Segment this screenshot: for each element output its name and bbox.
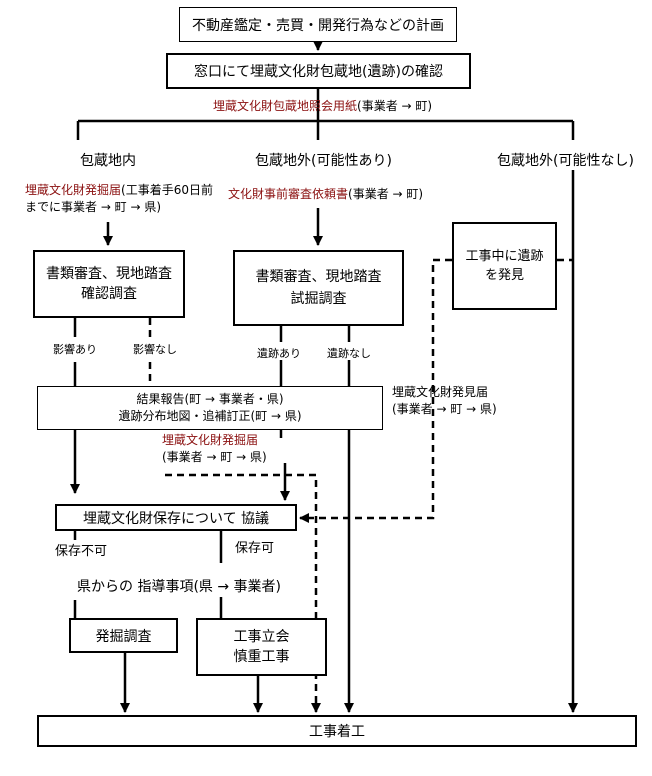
consultation-box: 埋蔵文化財保存について 協議 xyxy=(55,504,297,531)
impact-no-label: 影響なし xyxy=(133,343,177,356)
inquiry-note: 埋蔵文化財包蔵地照会用紙(事業者 → 町) xyxy=(213,97,432,114)
excavation-box: 発掘調査 xyxy=(69,618,178,653)
discovery-line2: を発見 xyxy=(484,268,524,283)
excavation-label: 発掘調査 xyxy=(95,628,152,645)
construction-start-box: 工事着工 xyxy=(37,715,637,747)
branch-outside-none: 包蔵地外(可能性なし) xyxy=(497,153,634,169)
discovery-box: 工事中に遺跡 を発見 xyxy=(452,222,557,310)
plan-box: 不動産鑑定・売買・開発行為などの計画 xyxy=(179,7,457,42)
discovery-notice: 埋蔵文化財発見届 (事業者 → 町 → 県) xyxy=(392,384,497,418)
outside-review-line2: 試掘調査 xyxy=(290,291,347,307)
discovery-line1: 工事中に遺跡 xyxy=(465,249,544,264)
result-report-box: 結果報告(町 → 事業者・県) 遺跡分布地図・追補訂正(町 → 県) xyxy=(37,386,383,430)
excavation-notice-2: 埋蔵文化財発掘届 (事業者 → 町 → 県) xyxy=(162,432,267,466)
discovery-notice-title: 埋蔵文化財発見届 xyxy=(392,385,489,399)
result-report-line1: 結果報告(町 → 事業者・県) xyxy=(136,392,284,406)
inside-review-box: 書類審査、現地踏査 確認調査 xyxy=(33,250,185,318)
excavation-notice-red: 埋蔵文化財発掘届 xyxy=(25,183,122,197)
branch-outside-possible: 包蔵地外(可能性あり) xyxy=(255,153,392,169)
site-yes-label: 遺跡あり xyxy=(257,347,301,360)
discovery-notice-route: (事業者 → 町 → 県) xyxy=(392,402,497,416)
site-confirmation-label: 窓口にて埋蔵文化財包蔵地(遺跡)の確認 xyxy=(194,64,443,80)
prior-review-route: (事業者 → 町) xyxy=(348,187,424,201)
plan-label: 不動産鑑定・売買・開発行為などの計画 xyxy=(192,17,444,34)
inside-review-line2: 確認調査 xyxy=(81,286,137,302)
site-no-label: 遺跡なし xyxy=(327,347,371,360)
result-report-line2: 遺跡分布地図・追補訂正(町 → 県) xyxy=(118,409,302,423)
inquiry-note-route: (事業者 → 町) xyxy=(357,99,433,113)
preserve-no-label: 保存不可 xyxy=(55,544,108,559)
consultation-label: 埋蔵文化財保存について 協議 xyxy=(82,510,270,527)
inquiry-note-red: 埋蔵文化財包蔵地照会用紙 xyxy=(213,99,358,113)
excavation-notice: 埋蔵文化財発掘届(工事着手60日前 までに事業者 → 町 → 県) xyxy=(25,182,213,216)
branch-inside: 包蔵地内 xyxy=(80,153,136,169)
excavation-notice-2-route: (事業者 → 町 → 県) xyxy=(162,450,267,464)
witness-construction-box: 工事立会 慎重工事 xyxy=(196,618,327,676)
construction-start-label: 工事着工 xyxy=(309,724,365,740)
impact-yes-label: 影響あり xyxy=(53,343,97,356)
excavation-notice-2-red: 埋蔵文化財発掘届 xyxy=(162,433,259,447)
excavation-notice-route2: までに事業者 → 町 → 県) xyxy=(25,200,162,214)
outside-review-line1: 書類審査、現地踏査 xyxy=(255,269,382,285)
site-confirmation-box: 窓口にて埋蔵文化財包蔵地(遺跡)の確認 xyxy=(166,53,471,89)
outside-review-box: 書類審査、現地踏査 試掘調査 xyxy=(233,250,404,326)
prior-review-red: 文化財事前審査依頼書 xyxy=(228,187,349,201)
preserve-yes-label: 保存可 xyxy=(235,541,275,556)
witness-line1: 工事立会 xyxy=(233,629,290,645)
witness-line2: 慎重工事 xyxy=(233,649,290,665)
excavation-notice-route1: (工事着手60日前 xyxy=(121,183,213,197)
inside-review-line1: 書類審査、現地踏査 xyxy=(46,266,172,282)
prior-review-note: 文化財事前審査依頼書(事業者 → 町) xyxy=(228,185,423,202)
guidance-label: 県からの 指導事項(県 → 事業者) xyxy=(77,579,282,595)
